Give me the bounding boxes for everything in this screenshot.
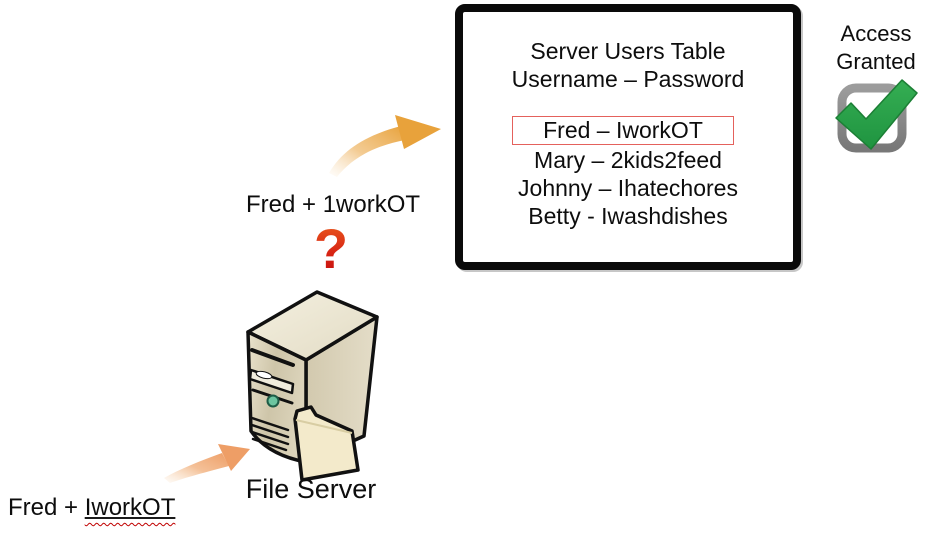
table-row-fred-highlighted: Fred – IworkOT: [512, 116, 734, 145]
file-server-label: File Server: [245, 474, 377, 504]
folder-icon: [293, 405, 360, 482]
table-row: Mary – 2kids2feed: [534, 147, 722, 173]
file-server-icon: [246, 290, 379, 482]
access-granted-line1: Access: [840, 21, 912, 46]
table-title: Server Users Table: [530, 38, 726, 64]
table-row-text: Fred – IworkOT: [543, 117, 703, 143]
login-attempt-label: Fred + 1workOT: [246, 191, 421, 218]
typed-credentials-label: Fred + IworkOT: [8, 494, 175, 522]
table-row: Betty - Iwashdishes: [528, 203, 728, 229]
table-row: Johnny – Ihatechores: [518, 175, 738, 201]
access-granted-line2: Granted: [836, 49, 916, 74]
credentials-arrow-icon: [164, 444, 250, 483]
access-granted-checkmark-icon: [835, 79, 918, 153]
credentials-password-misspelled: IworkOT: [84, 494, 176, 521]
question-mark-icon: ?: [308, 221, 354, 277]
request-arrow-icon: [329, 115, 441, 177]
table-subtitle: Username – Password: [511, 66, 745, 92]
credentials-prefix: Fred +: [8, 494, 85, 521]
access-granted-label: Access Granted: [816, 20, 933, 76]
